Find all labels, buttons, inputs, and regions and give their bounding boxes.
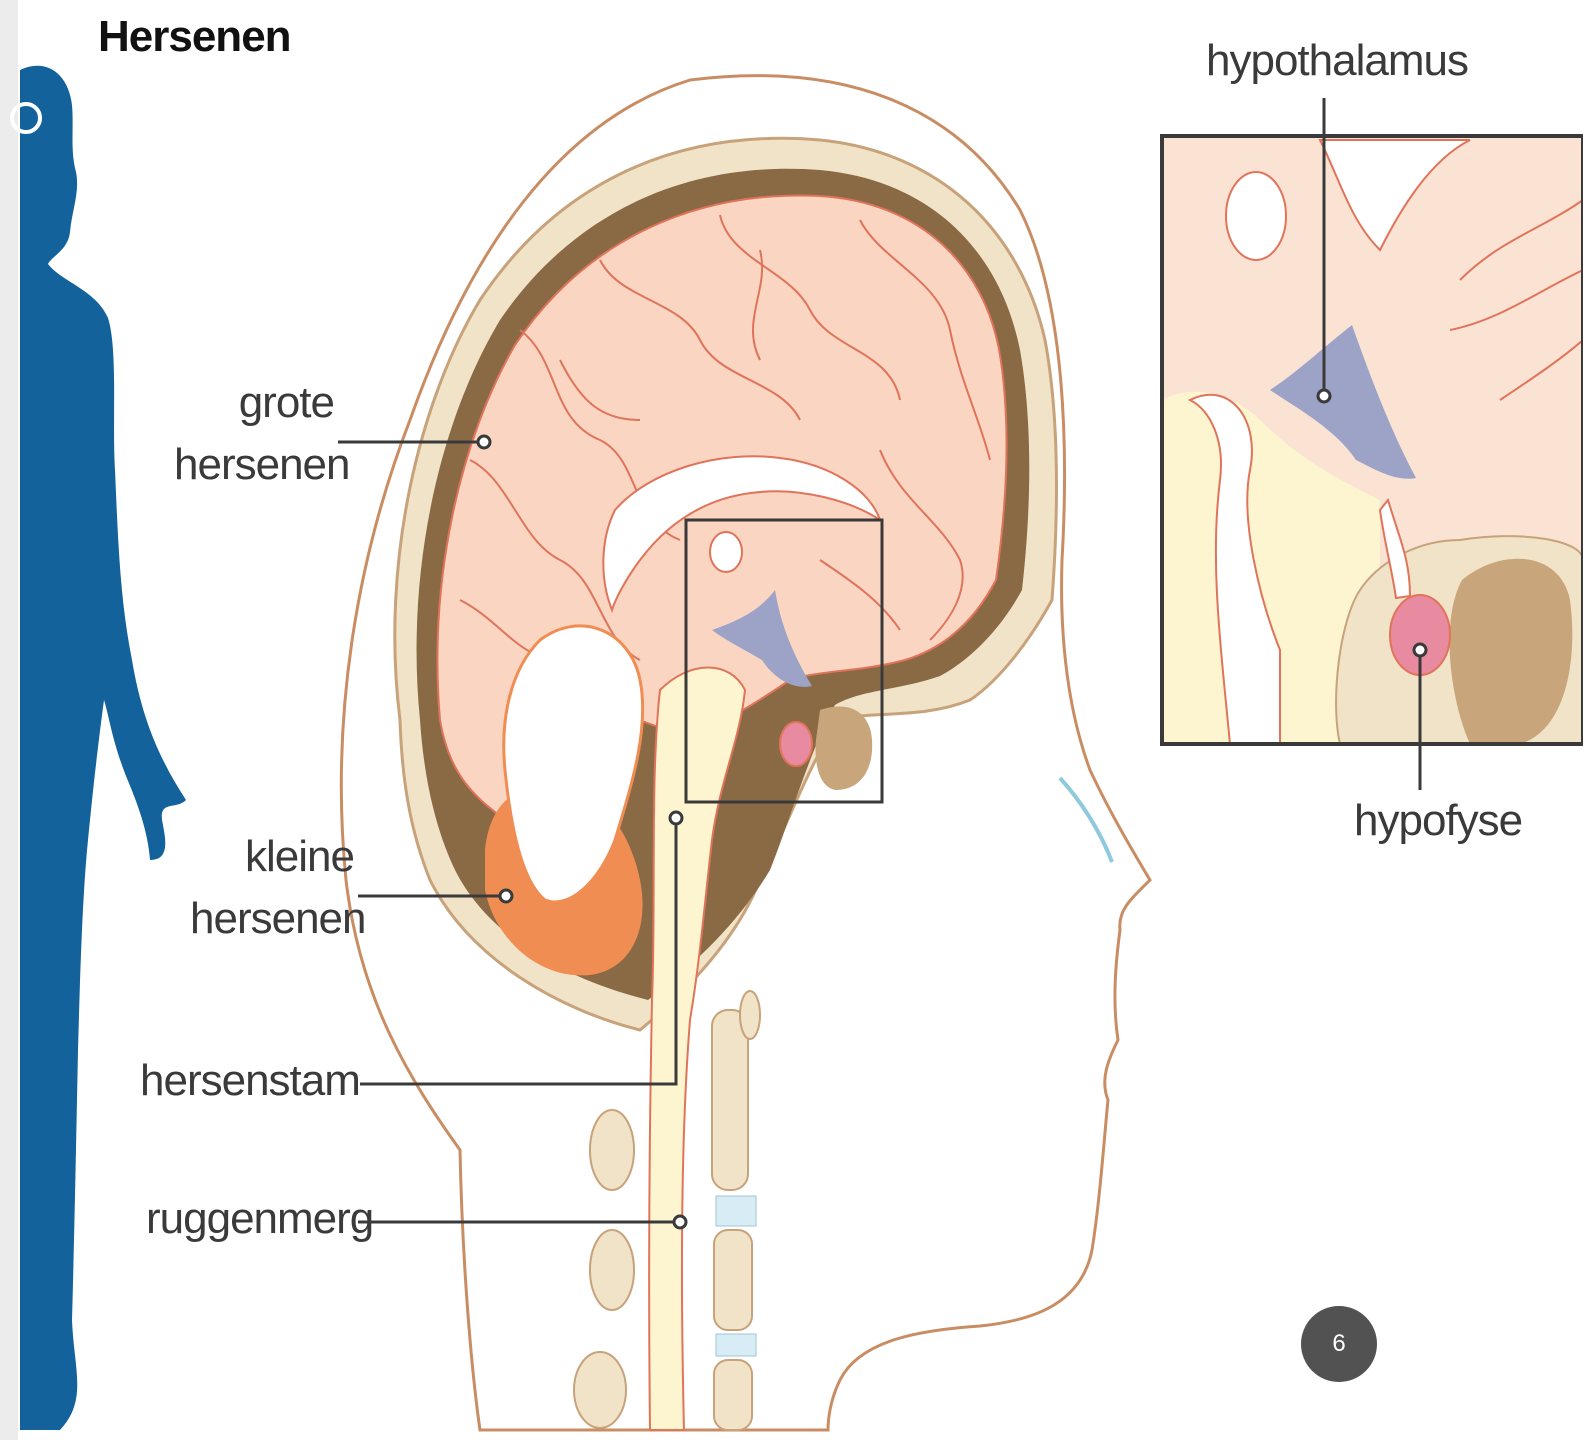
intervertebral-disc [716,1334,756,1356]
diagram-title: Hersenen [98,12,291,62]
label-grote-hersenen: grote hersenen [174,372,334,497]
ventricle [710,532,742,572]
label-kleine-hersenen: kleine hersenen [190,826,354,951]
inset-panel [1162,136,1583,744]
hypofyse-small [780,722,812,766]
label-hersenstam: hersenstam [140,1050,360,1112]
label-ruggenmerg: ruggenmerg [146,1188,373,1250]
label-hypofyse: hypofyse [1354,790,1522,852]
intervertebral-disc [716,1196,756,1226]
page-number-badge: 6 [1301,1306,1377,1382]
label-hypothalamus: hypothalamus [1206,30,1468,92]
